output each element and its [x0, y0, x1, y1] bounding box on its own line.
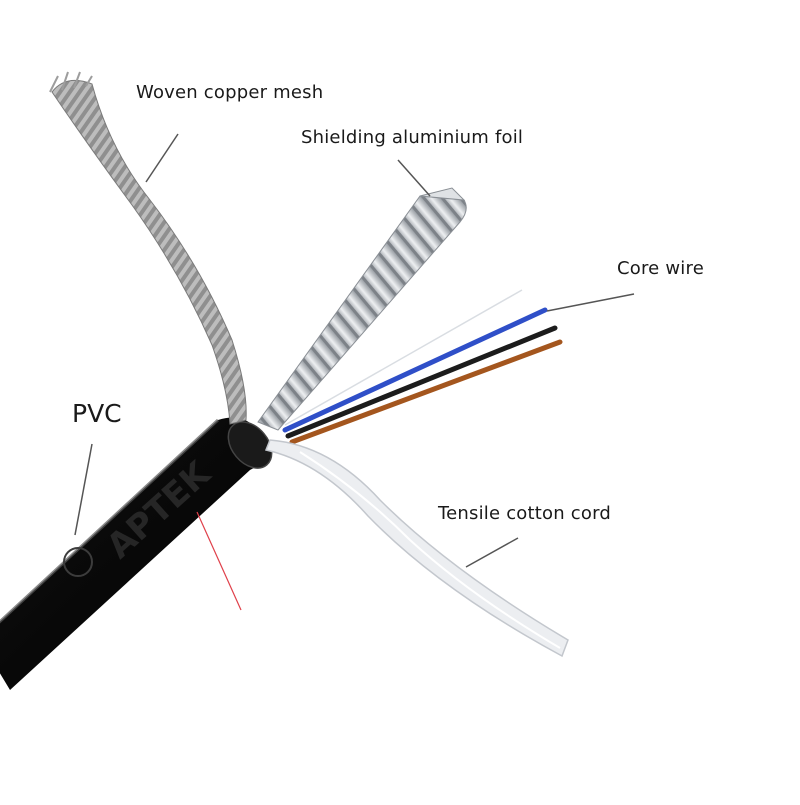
core-wire-brown: [289, 339, 563, 445]
label-tensile-cotton-cord: Tensile cotton cord: [438, 503, 611, 524]
label-woven-copper-mesh: Woven copper mesh: [136, 82, 324, 103]
leader-mesh: [145, 133, 179, 183]
tensile-cotton-cord: [264, 439, 569, 658]
jacket-logo-icon: [63, 547, 93, 577]
accent-red-line: [196, 511, 242, 611]
leader-pvc: [74, 443, 93, 536]
leader-foil: [397, 159, 431, 197]
leader-lines: [74, 133, 635, 568]
woven-copper-mesh: [49, 71, 247, 425]
leader-cord: [465, 537, 519, 568]
label-shielding-aluminium-foil: Shielding aluminium foil: [301, 127, 524, 148]
shielding-aluminium-foil: [257, 187, 467, 431]
core-wires: [282, 289, 563, 445]
core-wire-black: [285, 325, 558, 439]
label-pvc: PVC: [72, 399, 122, 428]
core-wire-thin-white: [284, 289, 523, 426]
pvc-jacket: APTEK: [0, 417, 273, 690]
label-core-wire: Core wire: [617, 258, 704, 279]
leader-core: [546, 293, 635, 312]
core-wire-blue: [282, 307, 548, 433]
